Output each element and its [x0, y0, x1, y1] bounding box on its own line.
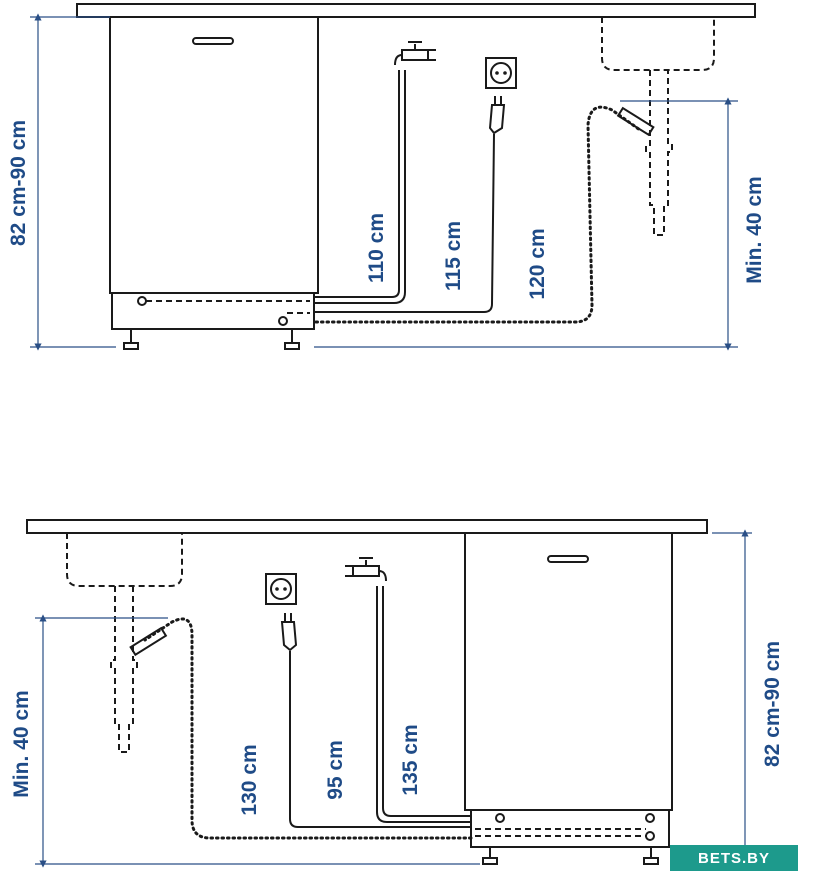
drain-hose-length-label: 120 cm — [526, 228, 549, 299]
drain-hose — [314, 105, 642, 324]
power-cord — [314, 133, 495, 313]
dishwasher-handle — [547, 555, 589, 563]
hose-clamp — [616, 106, 655, 137]
dishwasher-foot — [284, 329, 300, 350]
watermark-badge: BETS.BY — [670, 845, 798, 871]
dishwasher-foot — [123, 329, 139, 350]
countertop — [76, 3, 756, 18]
min-height-label: Min. 40 cm — [743, 176, 766, 283]
dishwasher-handle — [192, 37, 234, 45]
power-cord-length-label: 95 cm — [324, 740, 347, 800]
hose-clamp — [129, 626, 168, 657]
inlet-hose — [314, 70, 400, 298]
inlet-hose — [376, 586, 471, 823]
height-label: 82 cm-90 cm — [761, 641, 784, 767]
inlet-hose-length-label: 135 cm — [399, 724, 422, 795]
plinth-connector — [137, 296, 147, 306]
plinth-connector — [645, 813, 655, 823]
height-label: 82 cm-90 cm — [7, 120, 30, 246]
water-tap-icon — [345, 557, 387, 582]
sink-bowl — [66, 533, 183, 587]
power-cord — [289, 651, 471, 828]
bottom-diagram: 82 cm-90 cm Min. 40 cm 130 cm 95 cm 135 … — [10, 519, 784, 868]
sink-drain-pipe — [110, 586, 138, 753]
drain-hose-length-label: 130 cm — [238, 744, 261, 815]
dishwasher-foot — [482, 847, 498, 865]
plinth-connector — [495, 813, 505, 823]
water-tap-icon — [394, 41, 436, 66]
countertop — [26, 519, 708, 534]
plinth-connector — [645, 831, 655, 841]
power-plug-icon — [280, 613, 298, 652]
dishwasher-body — [109, 16, 319, 294]
sink-drain-pipe — [645, 70, 673, 236]
power-socket-icon — [485, 57, 517, 89]
watermark-text: BETS.BY — [697, 849, 770, 867]
dishwasher-foot — [643, 847, 659, 865]
sink-bowl — [601, 17, 715, 71]
top-diagram: 82 cm-90 cm Min. 40 cm 110 cm 115 cm 120… — [7, 3, 766, 351]
power-cord-length-label: 115 cm — [442, 221, 465, 291]
inlet-hose-length-label: 110 cm — [365, 213, 388, 283]
drain-hose — [143, 617, 473, 840]
plinth-connector — [278, 316, 288, 326]
dishwasher-plinth — [470, 809, 670, 848]
dishwasher-plinth — [111, 292, 315, 330]
power-socket-icon — [265, 573, 297, 605]
dishwasher-body — [464, 532, 673, 811]
min-height-label: Min. 40 cm — [10, 690, 33, 797]
power-plug-icon — [488, 96, 506, 135]
